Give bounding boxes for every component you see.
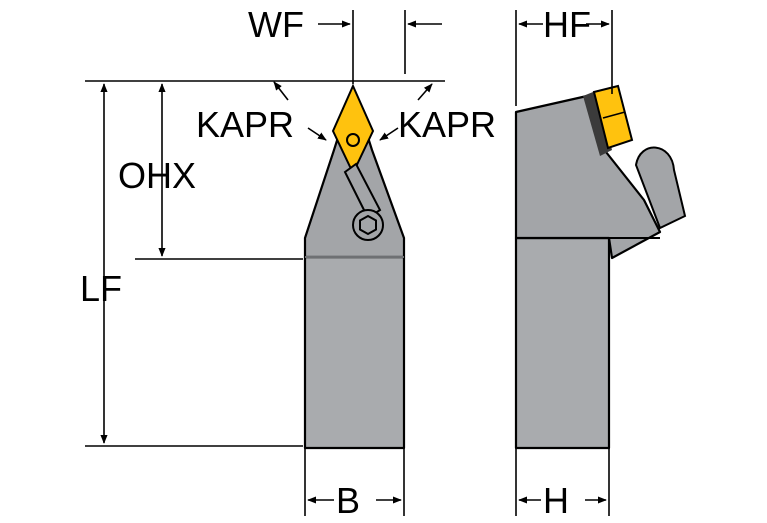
insert-hole <box>346 133 360 147</box>
dimension-arrows <box>100 20 610 504</box>
side-insert-dark <box>583 90 612 156</box>
lf-label: LF <box>80 268 122 309</box>
front-view <box>303 83 406 450</box>
labels: WF HF KAPR KAPR OHX LF B H <box>80 4 591 521</box>
hf-label: HF <box>543 4 591 45</box>
h-label: H <box>543 480 569 521</box>
hex-socket <box>359 214 377 236</box>
kapr-right-label: KAPR <box>398 104 496 145</box>
kapr-left-label: KAPR <box>196 104 294 145</box>
side-view <box>514 84 687 450</box>
side-insert <box>592 84 634 150</box>
side-head <box>514 94 662 260</box>
side-clamp-ear <box>634 146 687 230</box>
dimension-lines <box>85 10 613 516</box>
side-shank <box>514 236 611 450</box>
wf-label: WF <box>248 4 304 45</box>
clamp-lever <box>343 162 382 220</box>
front-shank <box>303 255 406 450</box>
ohx-label: OHX <box>118 155 196 196</box>
b-label: B <box>336 480 360 521</box>
